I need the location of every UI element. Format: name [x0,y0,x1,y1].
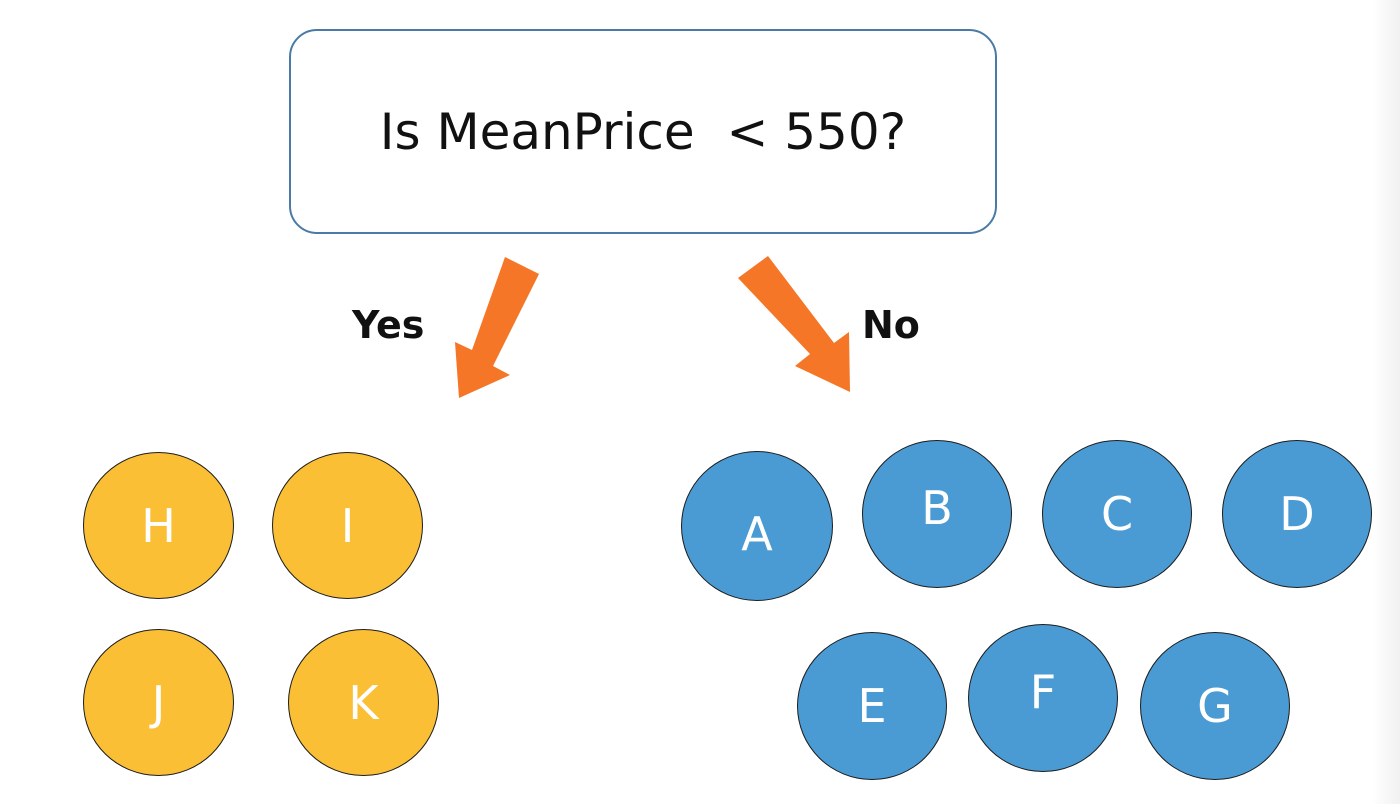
no-label: No [862,303,920,347]
no-node-g: G [1140,632,1290,780]
no-node-d: D [1222,440,1372,588]
yes-node-h: H [83,452,234,599]
no-node-b: B [862,440,1012,588]
yes-arrow [455,257,539,398]
yes-node-i: I [272,452,423,599]
question-text: Is MeanPrice < 550? [379,102,907,161]
yes-label: Yes [352,303,425,347]
no-node-c: C [1042,440,1192,588]
no-arrow [738,256,850,392]
yes-node-k: K [288,629,439,776]
slide-edge [1372,0,1400,804]
no-node-a: A [681,451,833,601]
no-node-e: E [797,632,947,780]
question-box: Is MeanPrice < 550? [289,29,997,234]
yes-node-j: J [83,629,234,776]
no-node-f: F [968,624,1118,772]
